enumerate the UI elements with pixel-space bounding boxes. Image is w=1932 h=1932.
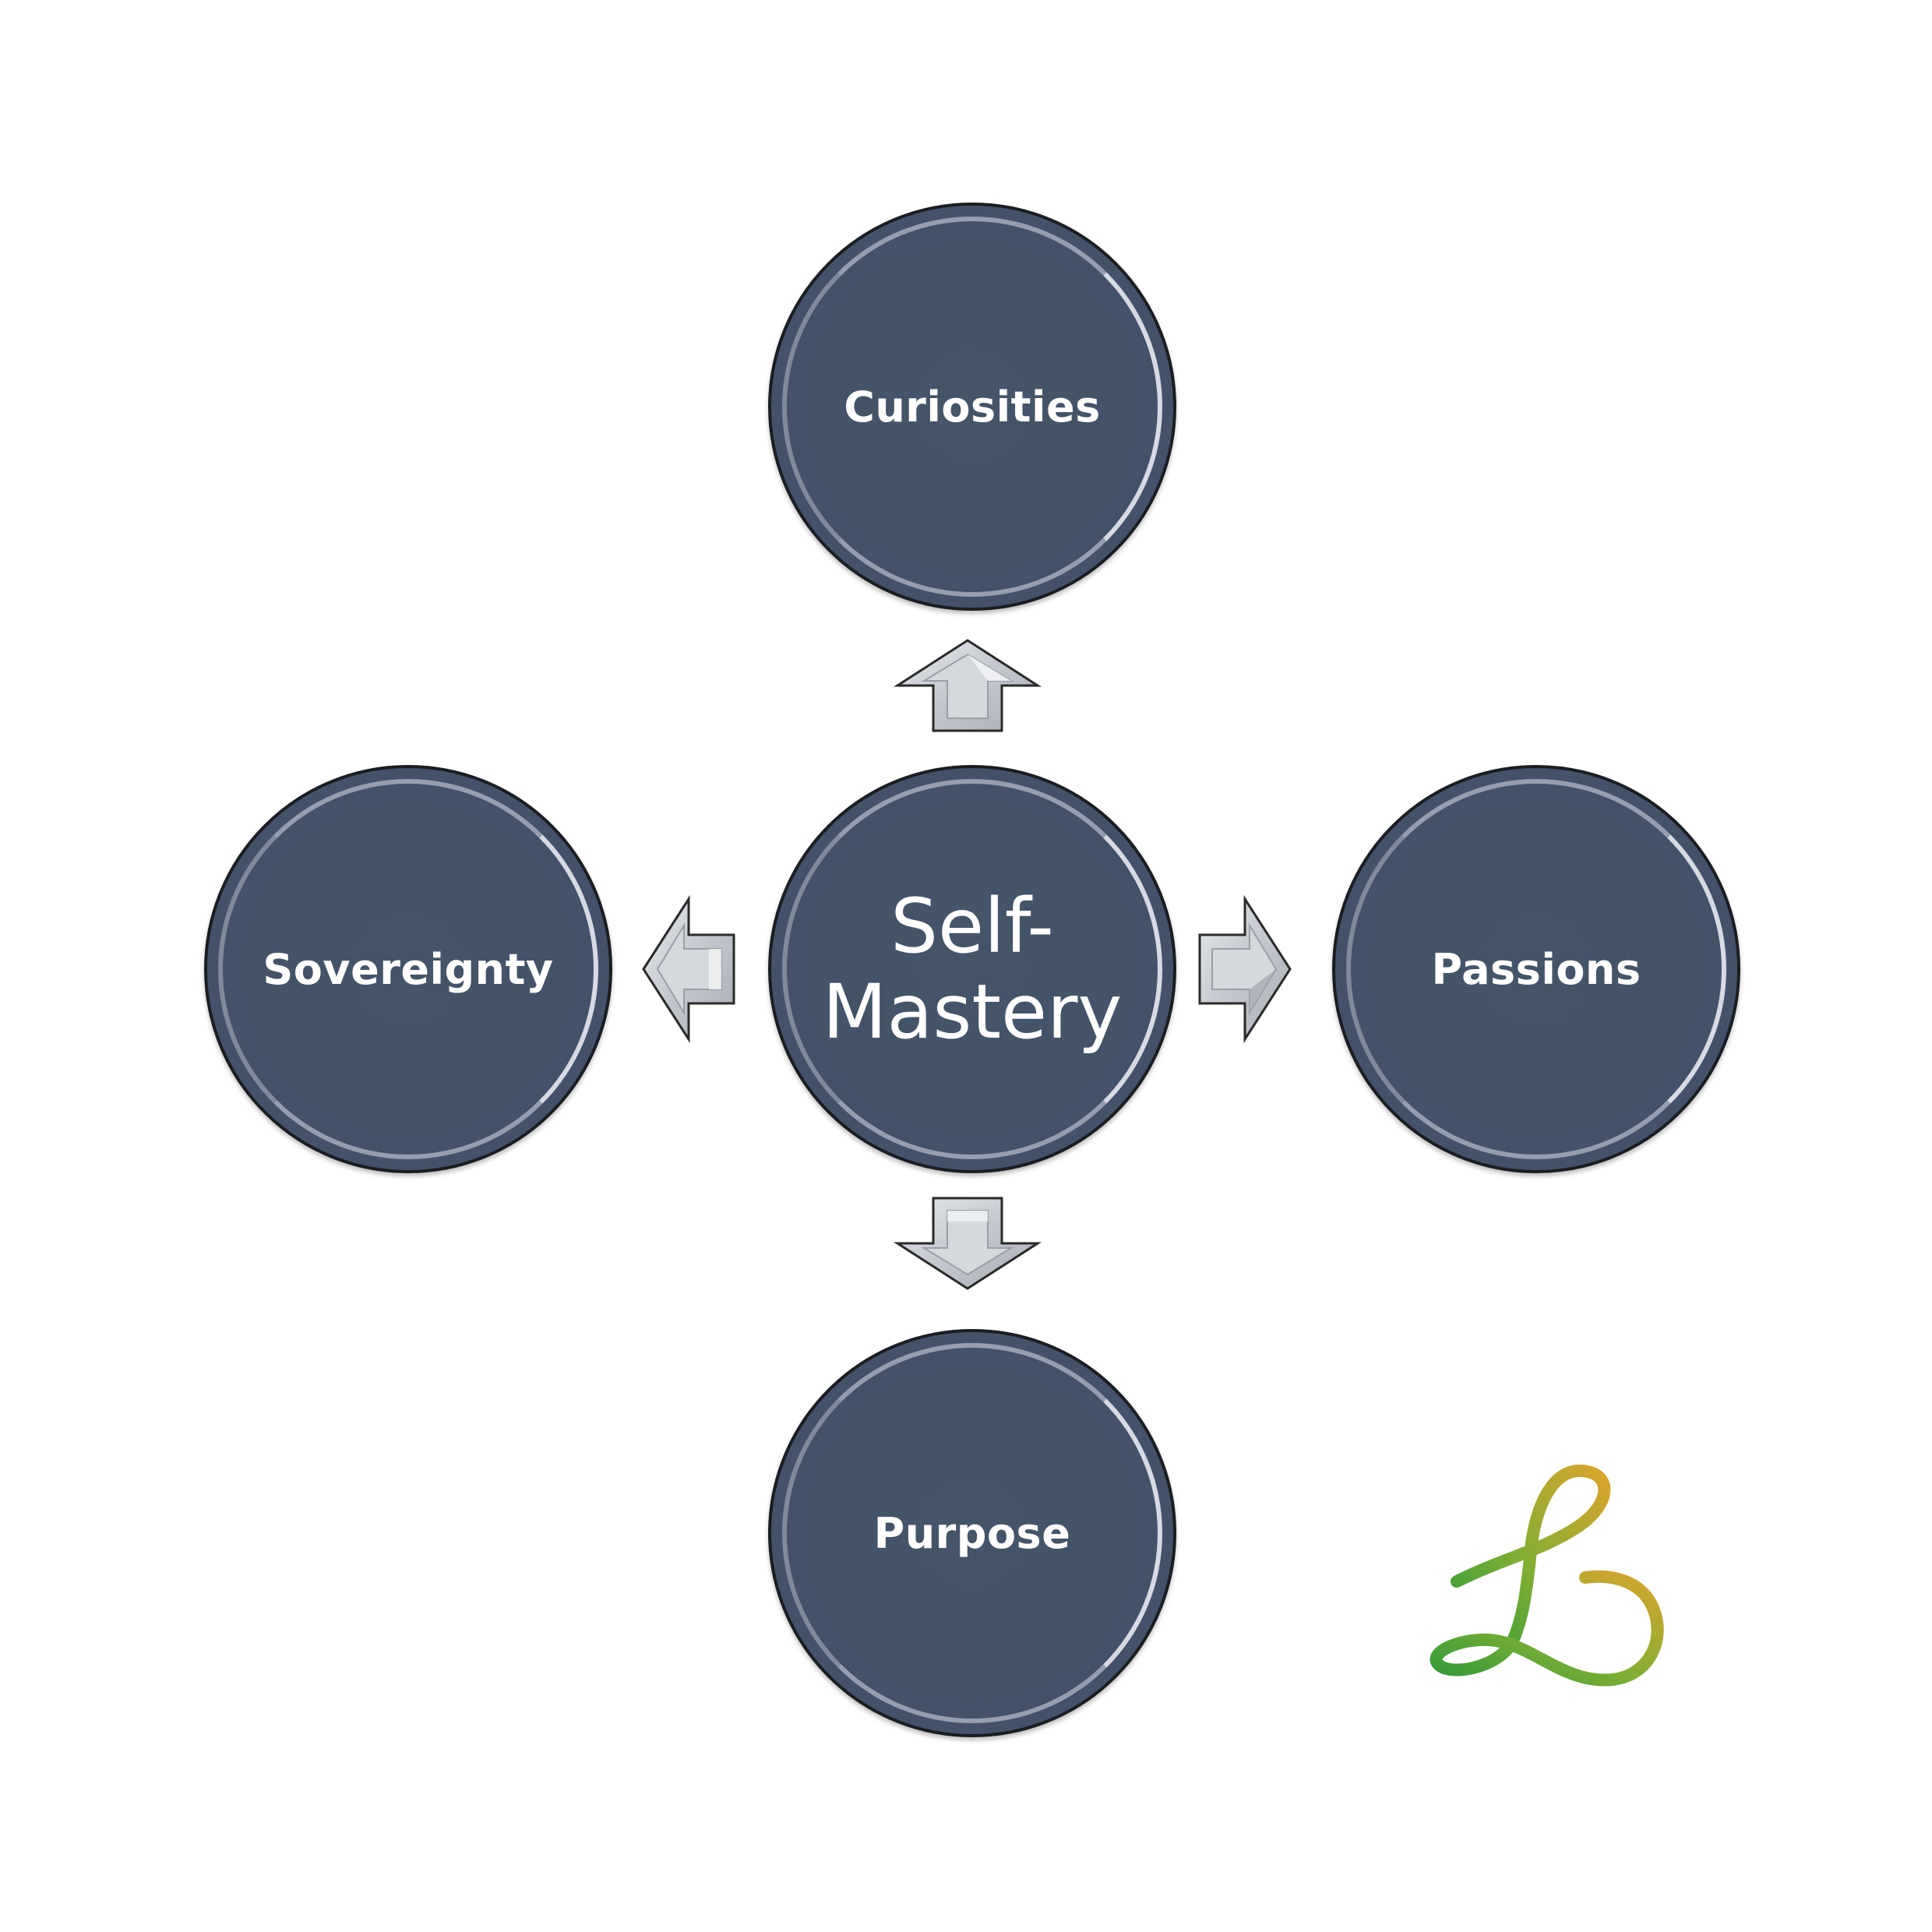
node-purpose: Purpose [768,1329,1176,1737]
arrow-up-icon [893,639,1042,732]
arrow-down-icon [893,1197,1042,1290]
brand-logo-icon [1430,1465,1664,1687]
arrow-right-icon [1198,894,1292,1044]
node-self-mastery-label: Self- Mastery [822,883,1123,1056]
node-curiosities-label: Curiosities [844,382,1101,432]
node-passions: Passions [1332,765,1740,1173]
node-sovereignty: Sovereignty [204,765,612,1173]
node-passions-label: Passions [1431,944,1641,994]
arrow-left-icon [642,894,735,1044]
node-purpose-label: Purpose [873,1508,1071,1558]
node-sovereignty-label: Sovereignty [263,944,554,994]
node-curiosities: Curiosities [768,203,1176,611]
node-self-mastery: Self- Mastery [768,765,1176,1173]
